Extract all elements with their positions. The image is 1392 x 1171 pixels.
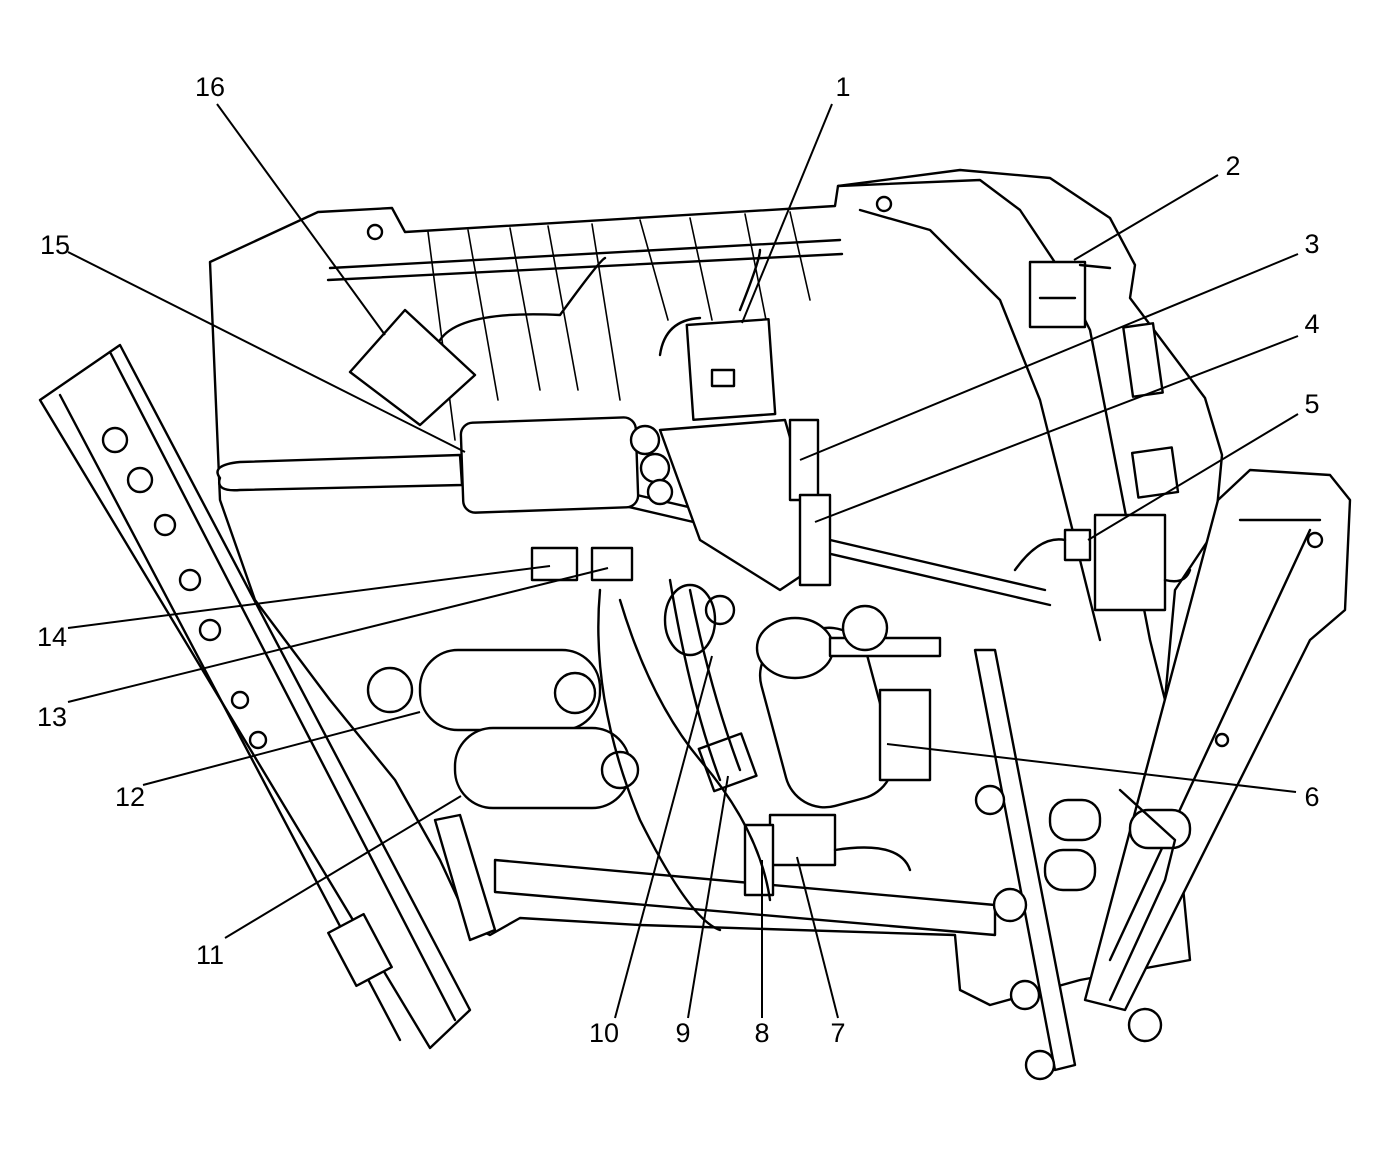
callout-11: 11: [196, 940, 224, 970]
callout-16: 16: [195, 72, 225, 102]
callout-4: 4: [1304, 309, 1319, 339]
leader-lines: [67, 103, 1299, 1019]
seat-frame-artwork: [38, 168, 1352, 1081]
callout-1: 1: [835, 72, 850, 102]
callout-13: 13: [37, 702, 67, 732]
callout-9: 9: [675, 1018, 690, 1048]
callout-2: 2: [1225, 151, 1240, 181]
callout-3: 3: [1304, 229, 1319, 259]
callout-5: 5: [1304, 389, 1319, 419]
callout-10: 10: [589, 1018, 619, 1048]
callout-12: 12: [115, 782, 145, 812]
callout-14: 14: [37, 622, 67, 652]
callout-15: 15: [40, 230, 70, 260]
callout-7: 7: [830, 1018, 845, 1048]
callout-labels: 1 2 3 4 5 6 7 8 9 10 11 12 13 14 15 16: [37, 72, 1320, 1048]
callout-6: 6: [1304, 782, 1319, 812]
callout-8: 8: [754, 1018, 769, 1048]
